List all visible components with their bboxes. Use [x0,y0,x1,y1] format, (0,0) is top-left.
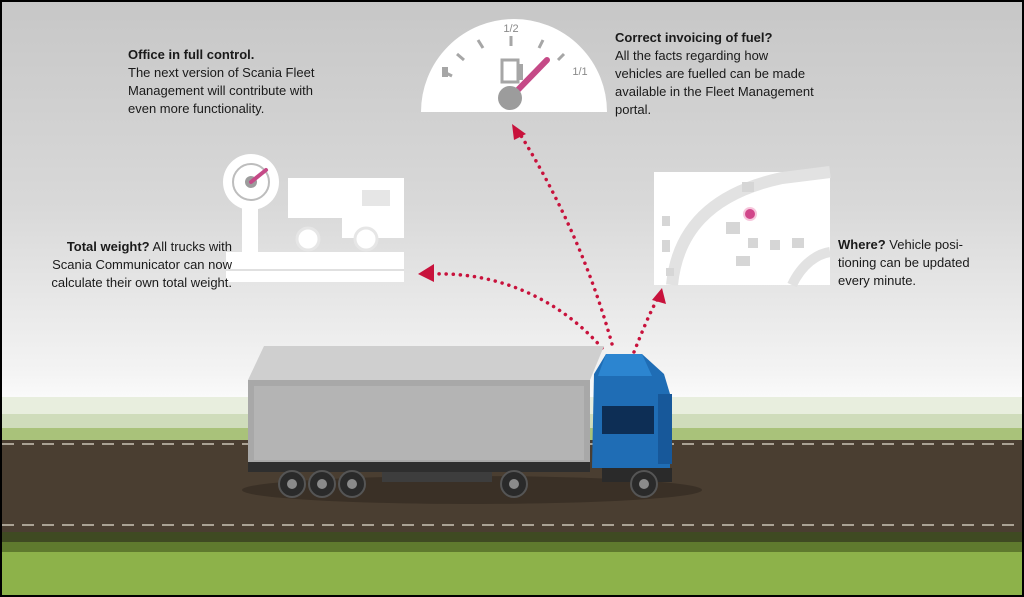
arrow-to-map [632,296,660,354]
fuel-invoicing-caption: Correct invoicing of fuel? All the facts… [615,29,815,119]
total-weight-caption: Total weight? All trucks with Scania Com… [32,238,232,292]
scale-weight-icon [223,154,404,282]
office-body: The next version of Scania Fleet Managem… [128,65,315,116]
truck-icon [242,346,702,504]
vehicle-position-caption: Where? Vehicle posi-tioning can be updat… [838,236,998,290]
office-control-caption: Office in full control. The next version… [128,46,338,118]
office-heading: Office in full control. [128,47,255,62]
grass [2,552,1022,595]
where-heading: Where? [838,237,886,252]
arrow-to-weight [432,272,604,350]
weight-heading: Total weight? [66,239,150,254]
weight-body: All trucks with Scania Communicator can … [51,239,232,290]
arrow-to-fuel [518,132,614,346]
arrow-heads [418,124,666,304]
location-pin-icon [743,207,757,221]
fuel-gauge-icon: 1/2 1/1 [421,19,607,113]
signal-arrows [432,132,660,354]
fuel-heading: Correct invoicing of fuel? [615,30,773,45]
map-location-icon [654,166,832,288]
gauge-full-label: 1/1 [572,66,587,78]
fuel-body: All the facts regarding how vehicles are… [615,48,814,117]
gauge-half-label: 1/2 [503,23,518,35]
where-body: Vehicle posi-tioning can be updated ever… [838,237,970,288]
